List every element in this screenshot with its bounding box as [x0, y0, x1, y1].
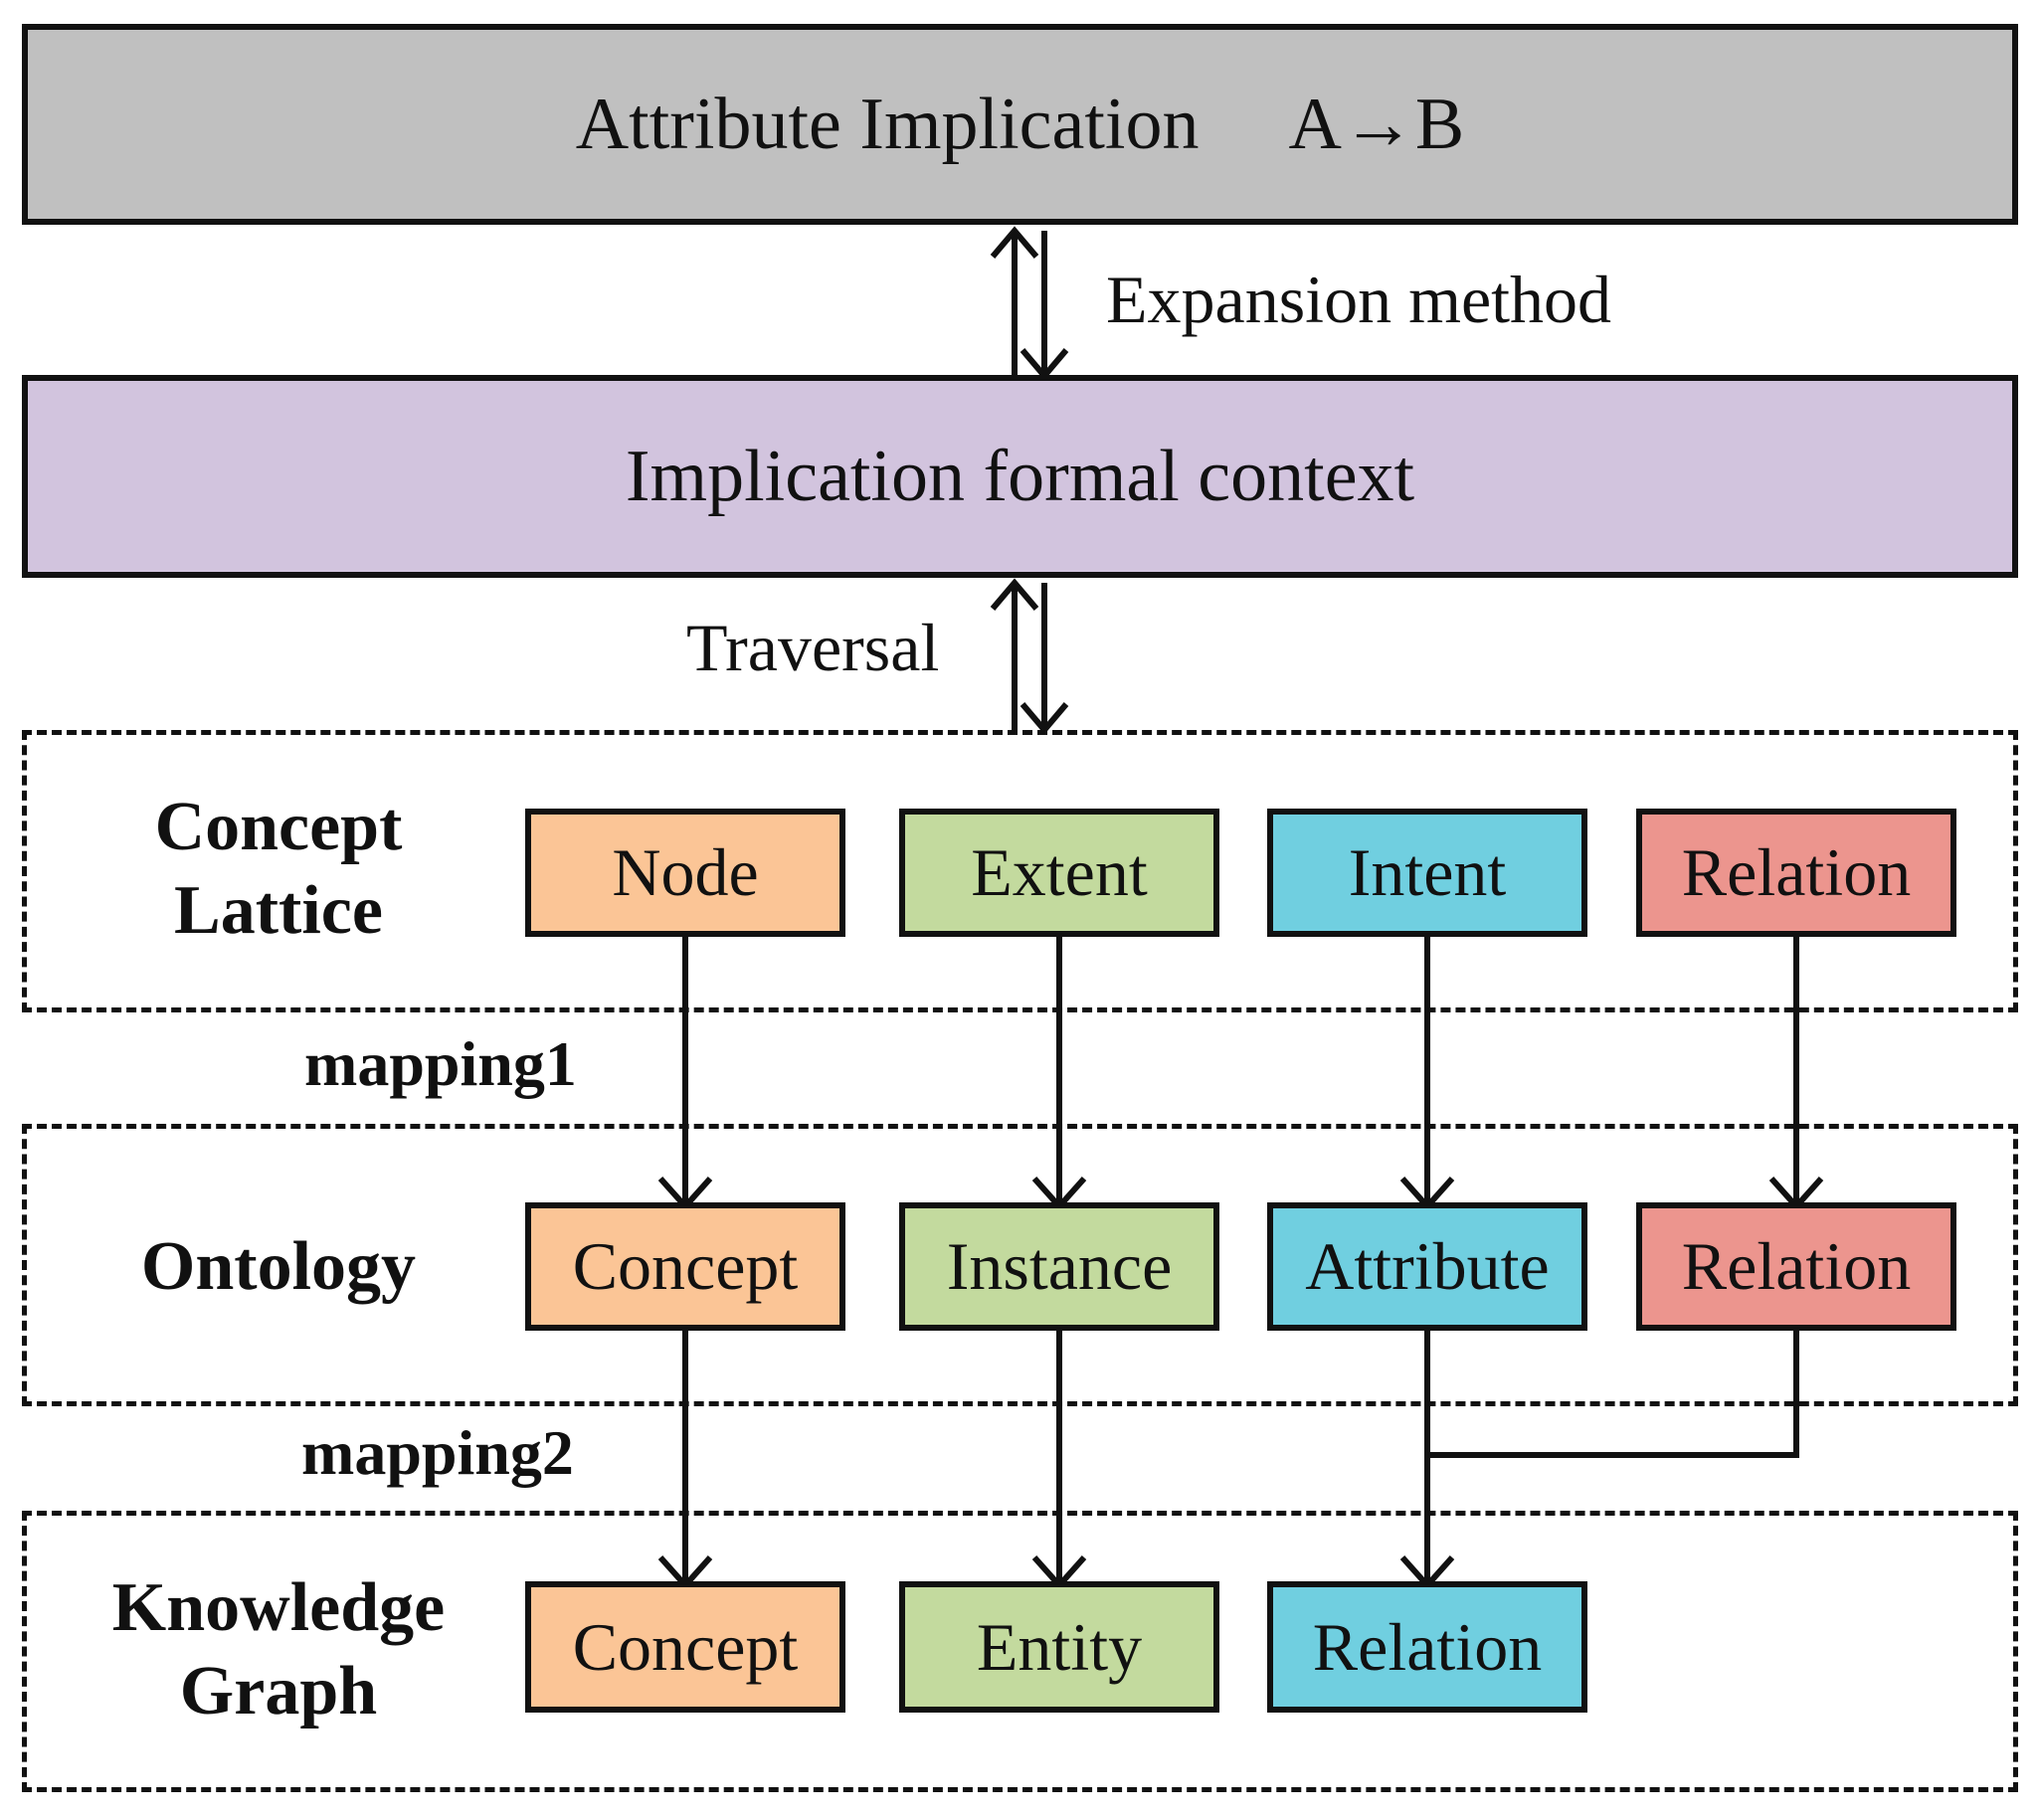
ontology-title: Ontology: [99, 1225, 458, 1309]
lattice-relation-label: Relation: [1681, 834, 1912, 910]
kg-relation-label: Relation: [1312, 1608, 1543, 1685]
concept-lattice-title-line1: Concept: [154, 789, 403, 865]
concept-lattice-layer: [22, 730, 2018, 1012]
kg-entity-box: Entity: [899, 1581, 1219, 1713]
implication-formal-context-banner: Implication formal context: [22, 375, 2018, 578]
knowledge-graph-layer: [22, 1511, 2018, 1792]
kg-concept-label: Concept: [572, 1608, 799, 1685]
mapping2-label: mapping2: [301, 1417, 574, 1488]
attribute-implication-text: Attribute Implication: [575, 83, 1200, 165]
ontology-instance-box: Instance: [899, 1202, 1219, 1331]
expansion-method-label: Expansion method: [1106, 262, 1612, 337]
mapping1-label: mapping1: [304, 1028, 577, 1099]
ontology-concept-label: Concept: [572, 1228, 799, 1304]
kg-entity-label: Entity: [976, 1608, 1143, 1685]
traversal-label: Traversal: [686, 610, 940, 685]
lattice-intent-box: Intent: [1267, 809, 1587, 937]
concept-lattice-title: Concept Lattice: [99, 786, 458, 953]
lattice-extent-box: Extent: [899, 809, 1219, 937]
lattice-relation-box: Relation: [1636, 809, 1956, 937]
knowledge-graph-title-line2: Graph: [179, 1653, 378, 1729]
ontology-layer: [22, 1124, 2018, 1406]
kg-relation-box: Relation: [1267, 1581, 1587, 1713]
lattice-node-label: Node: [612, 834, 759, 910]
knowledge-graph-title-line1: Knowledge: [111, 1569, 446, 1646]
traversal-arrowhead-up: [990, 578, 1039, 611]
ontology-relation-box: Relation: [1636, 1202, 1956, 1331]
ontology-concept-box: Concept: [525, 1202, 845, 1331]
implication-formal-context-text: Implication formal context: [625, 435, 1415, 517]
lattice-node-box: Node: [525, 809, 845, 937]
expansion-arrowhead-down: [1020, 348, 1069, 381]
kg-concept-box: Concept: [525, 1581, 845, 1713]
attribute-implication-banner: Attribute Implication A→B: [22, 24, 2018, 225]
ontology-instance-label: Instance: [946, 1228, 1173, 1304]
concept-lattice-title-line2: Lattice: [174, 872, 383, 949]
expansion-arrowhead-up: [990, 226, 1039, 259]
ontology-attribute-box: Attribute: [1267, 1202, 1587, 1331]
implication-formula: A→B: [1288, 83, 1465, 165]
ontology-attribute-label: Attribute: [1305, 1228, 1550, 1304]
lattice-extent-label: Extent: [971, 834, 1148, 910]
knowledge-graph-title: Knowledge Graph: [99, 1566, 458, 1733]
ontology-title-line1: Ontology: [140, 1228, 417, 1305]
ontology-relation-label: Relation: [1681, 1228, 1912, 1304]
traversal-arrowhead-down: [1020, 702, 1069, 735]
lattice-intent-label: Intent: [1348, 834, 1507, 910]
